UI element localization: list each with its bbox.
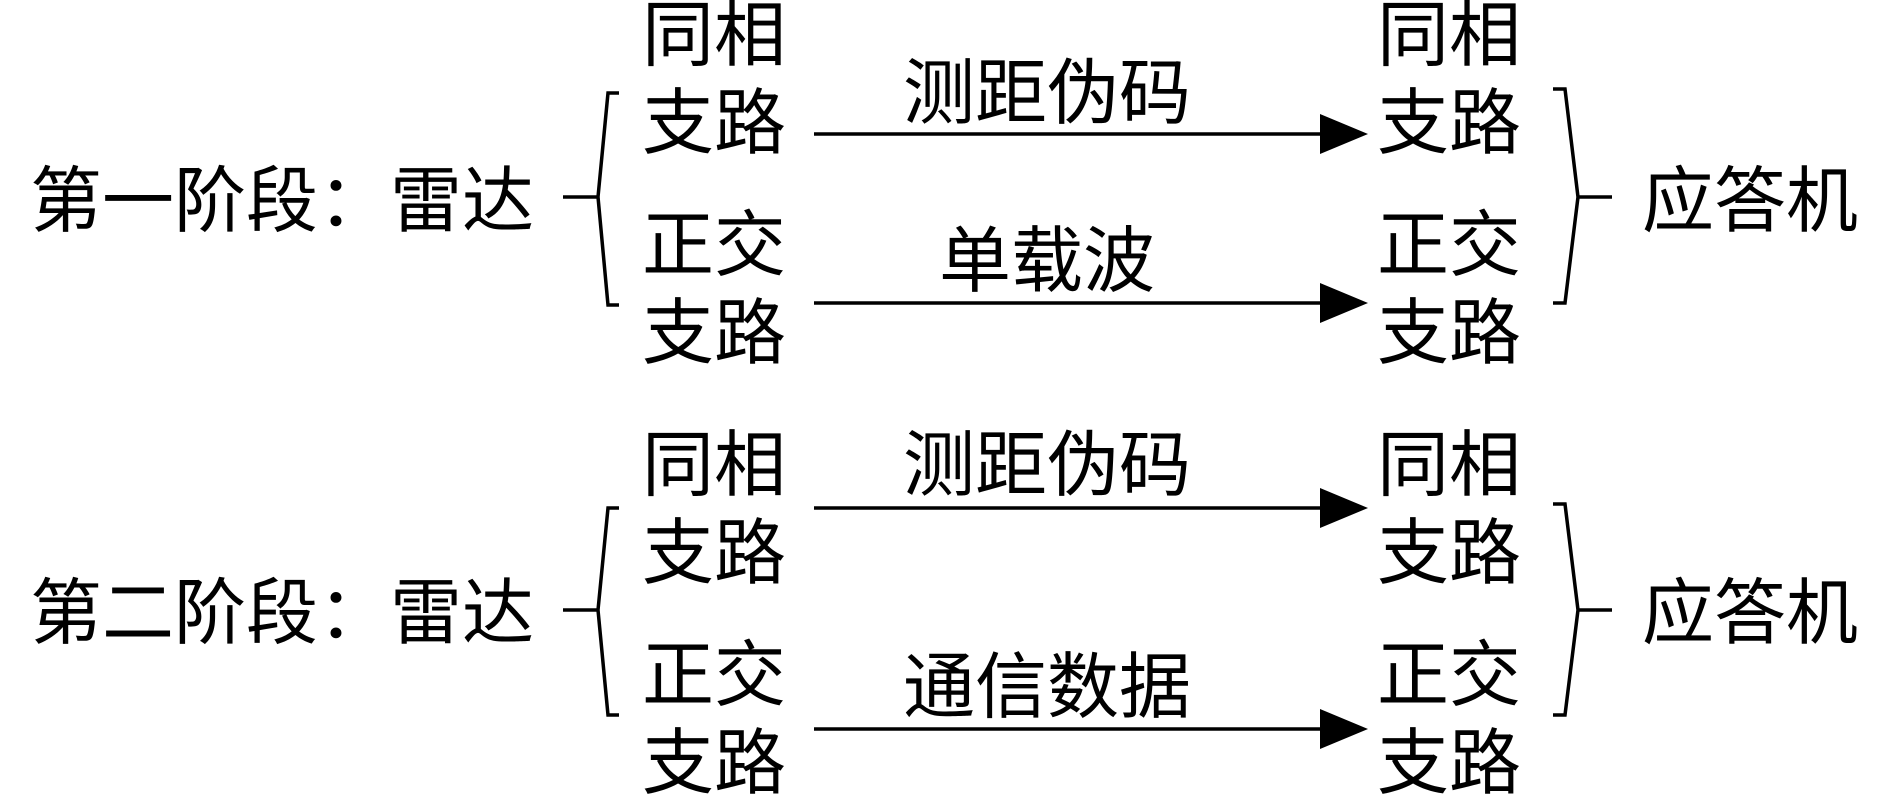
dest-branch-label-line2: 支路 [1377,721,1521,802]
stage-1-target-label: 应答机 [1642,159,1858,243]
source-branch-label-line2: 支路 [642,721,786,802]
stage-2-left-bracket [563,506,619,717]
stage-1: 第一阶段：雷达 同相 支路 测距伪码 同相 支路 正交 支路 单载波 正交 支路… [30,0,1858,375]
source-branch-label-line1: 同相 [642,423,786,507]
stage-2-right-bracket [1553,502,1612,717]
dest-branch-label-line1: 同相 [1377,0,1521,77]
stage-2-target-label: 应答机 [1642,571,1858,655]
source-branch-label-line2: 支路 [642,511,786,595]
stage-1-channel-inphase: 同相 支路 测距伪码 同相 支路 [642,0,1521,165]
arrowhead-icon [1320,114,1368,154]
source-branch-label-line2: 支路 [642,291,786,375]
dest-branch-label-line1: 正交 [1377,203,1521,287]
stage-2: 第二阶段：雷达 同相 支路 测距伪码 同相 支路 正交 支路 通信数据 正交 支… [30,423,1858,802]
dest-branch-label-line2: 支路 [1377,291,1521,375]
signal-label: 通信数据 [903,645,1191,729]
source-branch-label-line1: 正交 [642,633,786,717]
source-branch-label-line1: 同相 [642,0,786,77]
arrowhead-icon [1320,283,1368,323]
signal-label: 测距伪码 [903,51,1191,135]
dest-branch-label-line2: 支路 [1377,511,1521,595]
stage-2-label: 第二阶段：雷达 [30,571,534,655]
source-branch-label-line1: 正交 [642,203,786,287]
arrowhead-icon [1320,709,1368,749]
stage-1-label: 第一阶段：雷达 [30,159,534,243]
signal-label: 单载波 [939,219,1155,303]
signal-label: 测距伪码 [903,423,1191,507]
source-branch-label-line2: 支路 [642,81,786,165]
arrowhead-icon [1320,488,1368,528]
stage-1-channel-quadrature: 正交 支路 单载波 正交 支路 [642,203,1521,375]
stage-2-channel-quadrature: 正交 支路 通信数据 正交 支路 [642,633,1521,802]
stage-1-left-bracket [563,91,619,307]
dest-branch-label-line1: 正交 [1377,633,1521,717]
stage-1-right-bracket [1553,87,1612,305]
dest-branch-label-line1: 同相 [1377,423,1521,507]
dest-branch-label-line2: 支路 [1377,81,1521,165]
stage-2-channel-inphase: 同相 支路 测距伪码 同相 支路 [642,423,1521,595]
